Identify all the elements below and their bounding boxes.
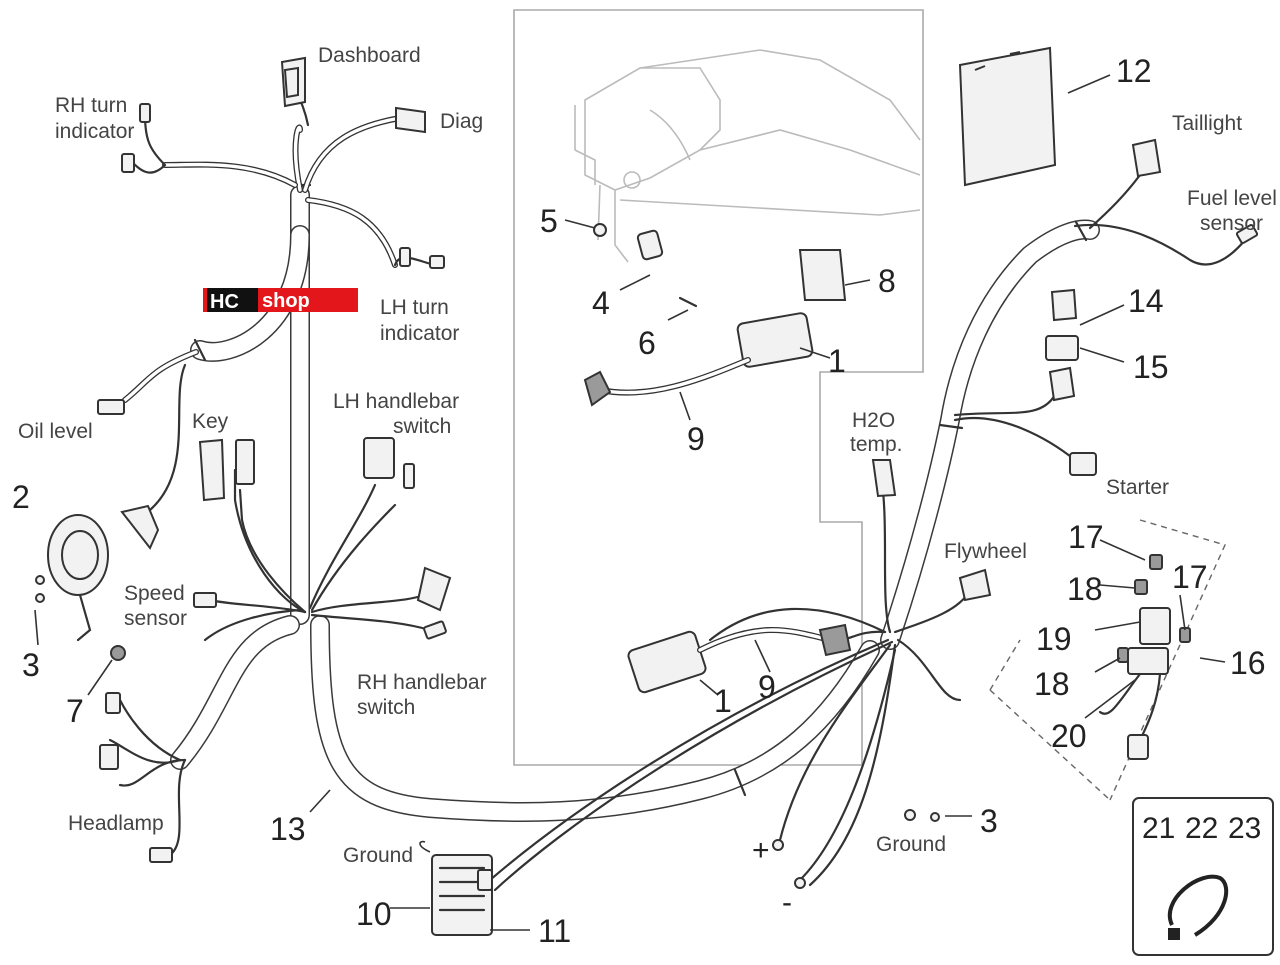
- num-4: 4: [592, 285, 610, 321]
- label-dashboard: Dashboard: [318, 44, 421, 67]
- battery: [958, 46, 1057, 187]
- text-labels: Dashboard Diag RH turn indicator LH turn…: [18, 44, 1277, 919]
- label-rh-turn-2: indicator: [55, 120, 134, 143]
- ignition-coil-inset: [583, 223, 847, 407]
- label-fuel-2: sensor: [1200, 212, 1263, 235]
- ground-right: [904, 809, 940, 822]
- num-18-top: 18: [1067, 571, 1103, 607]
- label-ground-right: Ground: [876, 833, 946, 856]
- label-headlamp: Headlamp: [68, 812, 164, 835]
- label-diag: Diag: [440, 110, 483, 133]
- label-ground-left: Ground: [343, 844, 413, 867]
- front-wires: [122, 98, 437, 512]
- lh-handlebar-connectors: [363, 437, 452, 612]
- num-17-left: 17: [1068, 519, 1104, 555]
- num-1-inset: 1: [828, 343, 846, 379]
- rear-wires: [488, 173, 1247, 892]
- num-19: 19: [1036, 621, 1072, 657]
- num-10: 10: [356, 896, 392, 932]
- label-key: Key: [192, 410, 229, 433]
- label-starter: Starter: [1106, 476, 1169, 499]
- num-18-bottom: 18: [1034, 666, 1070, 702]
- num-5: 5: [540, 203, 558, 239]
- label-lh-turn-2: indicator: [380, 322, 459, 345]
- leader-lines: [34, 74, 1226, 931]
- label-taillight: Taillight: [1172, 112, 1242, 135]
- switch-wires: [108, 468, 432, 857]
- label-minus: -: [782, 886, 792, 919]
- num-15: 15: [1133, 349, 1169, 385]
- num-13: 13: [270, 811, 306, 847]
- oil-level-connector: [97, 399, 125, 415]
- num-20: 20: [1051, 718, 1087, 754]
- label-rh-switch-2: switch: [357, 696, 415, 719]
- num-14: 14: [1128, 283, 1164, 319]
- main-harness: [170, 183, 1100, 823]
- fuel-sensor-connector: [1235, 224, 1259, 244]
- num-3-right: 3: [980, 803, 998, 839]
- label-lh-turn-1: LH turn: [380, 296, 449, 319]
- key-connectors: [120, 438, 255, 550]
- logo-text-hc: HC: [210, 291, 239, 313]
- num-7: 7: [66, 693, 84, 729]
- hcshop-logo: HC shop: [203, 288, 358, 313]
- logo-text-shop: shop: [262, 290, 310, 312]
- label-lh-switch-1: LH handlebar: [333, 390, 459, 413]
- taillight-connector: [1131, 138, 1162, 178]
- label-h2o-2: temp.: [850, 433, 903, 456]
- label-rh-turn-1: RH turn: [55, 94, 127, 117]
- label-oil-level: Oil level: [18, 420, 93, 443]
- num-11: 11: [538, 913, 571, 949]
- rh-turn-connectors: [121, 103, 151, 173]
- num-2: 2: [12, 479, 30, 515]
- fuse-box: [989, 519, 1226, 801]
- flywheel-connector: [958, 568, 992, 602]
- num-8: 8: [878, 263, 896, 299]
- rh-handlebar-connector: [423, 620, 447, 640]
- h2o-sensor: [871, 459, 897, 498]
- num-21: 21: [1142, 812, 1175, 845]
- regulator: [431, 854, 493, 936]
- num-12: 12: [1116, 53, 1152, 89]
- label-h2o-1: H2O: [852, 409, 895, 432]
- num-6: 6: [638, 325, 656, 361]
- headlamp-connectors: [99, 692, 173, 863]
- num-23: 23: [1228, 812, 1261, 845]
- num-9-inset: 9: [687, 421, 705, 457]
- frame-inset-panel: [513, 9, 924, 766]
- kit-box: [1132, 797, 1274, 956]
- label-fuel-1: Fuel level: [1187, 187, 1277, 210]
- diag-connector: [395, 106, 426, 134]
- label-speed-2: sensor: [124, 607, 187, 630]
- label-rh-switch-1: RH handlebar: [357, 671, 487, 694]
- num-1-main: 1: [714, 683, 732, 719]
- label-plus: +: [752, 834, 770, 867]
- part-numbers: 1 1 2 3 3 4 5 6 7 8 9 9 10 11 12 13 14 1…: [12, 53, 1266, 949]
- label-speed-1: Speed: [124, 582, 185, 605]
- num-9-main: 9: [758, 669, 776, 705]
- battery-terminals: [772, 839, 806, 889]
- horn: [35, 514, 126, 661]
- num-16: 16: [1230, 645, 1266, 681]
- label-lh-switch-2: switch: [393, 415, 451, 438]
- logo-red-band: [258, 288, 358, 312]
- lh-turn-connectors: [399, 247, 445, 269]
- speed-sensor-connector: [193, 592, 217, 608]
- num-3-left: 3: [22, 647, 40, 683]
- starter-connector: [1069, 452, 1097, 476]
- label-flywheel: Flywheel: [944, 540, 1027, 563]
- relays: [1045, 288, 1079, 402]
- num-17-right: 17: [1172, 559, 1208, 595]
- ignition-coil-main: [627, 623, 852, 694]
- num-22: 22: [1185, 812, 1218, 845]
- dashboard-connector: [280, 56, 306, 108]
